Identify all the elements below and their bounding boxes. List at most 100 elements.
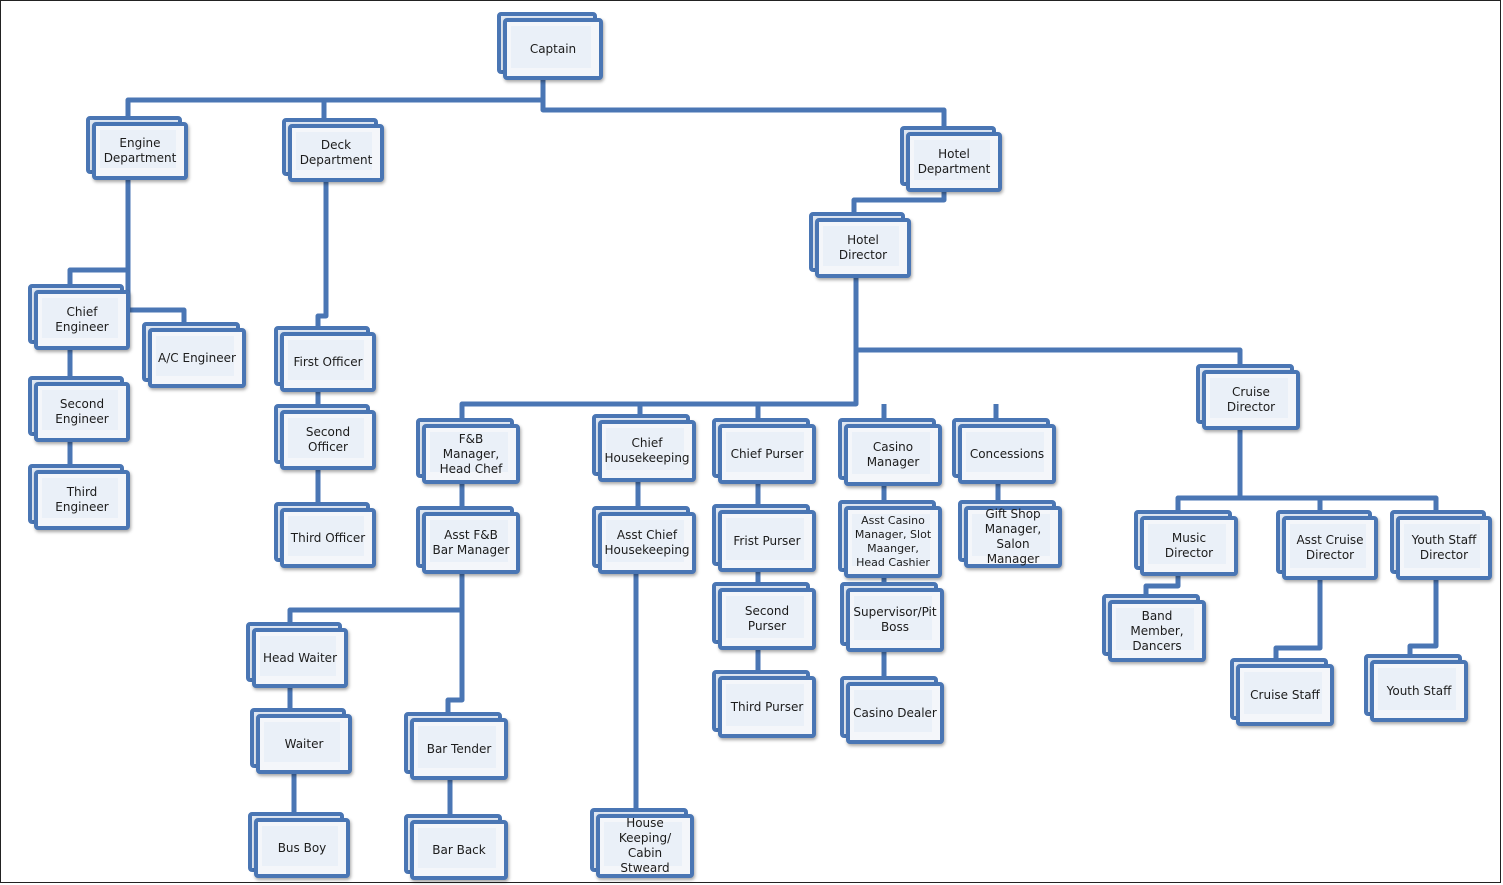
- node-fill: [42, 390, 118, 430]
- connector-line: [1175, 430, 1243, 516]
- org-node-gift-shop: Gift Shop Manager, Salon Manager: [958, 500, 1062, 568]
- node-label: Bar Tender: [426, 741, 492, 756]
- org-node-asst-hk: Asst Chief Housekeeping: [592, 506, 696, 574]
- node-fill: [260, 636, 336, 676]
- node-box: Second Officer: [280, 410, 376, 470]
- connector-line: [67, 180, 131, 290]
- node-box: Music Director: [1140, 516, 1238, 576]
- node-fill: [726, 684, 804, 726]
- node-box: Youth Staff: [1370, 660, 1468, 722]
- node-label: Concessions: [969, 446, 1045, 461]
- node-box: Deck Department: [288, 124, 384, 182]
- org-node-hk-cabin: House Keeping/ Cabin Stweard: [590, 808, 694, 878]
- node-box: Third Purser: [718, 676, 816, 738]
- node-label: Chief Engineer: [55, 305, 109, 334]
- node-label: Bus Boy: [277, 840, 327, 855]
- node-label: Head Waiter: [263, 650, 337, 665]
- node-box: Asst Chief Housekeeping: [598, 512, 696, 574]
- node-label: Band Member, Dancers: [1130, 608, 1184, 653]
- connector-line: [851, 192, 947, 218]
- org-node-second-purser: Second Purser: [712, 582, 816, 650]
- node-fill: [1378, 668, 1456, 710]
- node-fill: [156, 336, 234, 376]
- org-node-asst-fb: Asst F&B Bar Manager: [416, 506, 520, 574]
- node-box: Asst F&B Bar Manager: [422, 512, 520, 574]
- node-label: Engine Department: [103, 136, 177, 165]
- org-node-music-dir: Music Director: [1134, 510, 1238, 576]
- org-node-ac-eng: A/C Engineer: [142, 322, 246, 388]
- node-label: Hotel Director: [838, 233, 888, 262]
- node-fill: [1210, 378, 1288, 418]
- connector-line: [315, 182, 329, 332]
- node-box: Head Waiter: [252, 628, 348, 688]
- node-fill: [966, 432, 1044, 472]
- node-fill: [914, 140, 990, 180]
- node-fill: [852, 432, 930, 474]
- node-label: Cruise Staff: [1250, 687, 1320, 702]
- node-box: Chief Housekeeping: [598, 420, 696, 482]
- node-box: Gift Shop Manager, Salon Manager: [964, 506, 1062, 568]
- node-box: Asst Casino Manager, Slot Maanger, Head …: [844, 506, 942, 578]
- node-box: Bar Back: [410, 820, 508, 880]
- node-label: Music Director: [1164, 531, 1214, 560]
- node-label: Cruise Director: [1226, 385, 1276, 414]
- org-node-youth-staff: Youth Staff: [1364, 654, 1468, 722]
- node-fill: [854, 596, 932, 640]
- org-node-hotel: Hotel Department: [900, 126, 1002, 192]
- node-fill: [418, 828, 496, 868]
- node-fill: [726, 432, 804, 472]
- node-box: Bus Boy: [254, 818, 350, 878]
- connector-line: [1273, 580, 1323, 664]
- node-fill: [262, 826, 338, 866]
- node-box: Casino Manager: [844, 424, 942, 486]
- org-node-chief-eng: Chief Engineer: [28, 284, 130, 350]
- org-node-bus-boy: Bus Boy: [248, 812, 350, 878]
- node-fill: [100, 130, 176, 168]
- org-node-chief-purser: Chief Purser: [712, 418, 816, 484]
- node-label: Asst F&B Bar Manager: [432, 528, 510, 557]
- node-box: Third Officer: [280, 508, 376, 568]
- node-label: Gift Shop Manager, Salon Manager: [984, 507, 1042, 566]
- node-label: Deck Department: [299, 138, 373, 167]
- org-node-bar-tender: Bar Tender: [404, 712, 508, 780]
- node-box: A/C Engineer: [148, 328, 246, 388]
- node-box: Chief Engineer: [34, 290, 130, 350]
- node-label: Asst Cruise Director: [1296, 533, 1364, 562]
- org-node-band: Band Member, Dancers: [1102, 594, 1206, 662]
- connector-line: [321, 97, 543, 124]
- node-label: Third Purser: [730, 699, 804, 714]
- node-fill: [726, 596, 804, 638]
- node-box: Asst Cruise Director: [1282, 516, 1378, 580]
- node-box: Captain: [503, 18, 603, 80]
- org-node-frist-purser: Frist Purser: [712, 504, 816, 572]
- node-box: Frist Purser: [718, 510, 816, 572]
- node-label: Frist Purser: [733, 533, 801, 548]
- org-node-first-off: First Officer: [274, 326, 376, 392]
- node-label: Hotel Department: [917, 147, 991, 176]
- node-box: Cruise Staff: [1236, 664, 1334, 726]
- node-label: House Keeping/ Cabin Stweard: [618, 816, 672, 875]
- node-label: Second Engineer: [55, 397, 109, 426]
- node-box: Casino Dealer: [846, 682, 944, 744]
- node-fill: [288, 516, 364, 556]
- node-label: Supervisor/Pit Boss: [853, 605, 937, 634]
- node-fill: [42, 478, 118, 518]
- node-label: Asst Casino Manager, Slot Maanger, Head …: [854, 514, 932, 569]
- node-box: Third Engineer: [34, 470, 130, 530]
- node-label: Waiter: [284, 736, 324, 751]
- org-node-fb-mgr: F&B Manager, Head Chef: [416, 418, 520, 484]
- node-box: Chief Purser: [718, 424, 816, 484]
- connector-line: [540, 100, 947, 132]
- node-fill: [296, 132, 372, 170]
- node-box: Concessions: [958, 424, 1056, 484]
- node-fill: [852, 514, 930, 566]
- node-fill: [42, 298, 118, 338]
- node-box: Second Purser: [718, 588, 816, 650]
- connector-line: [1407, 580, 1439, 660]
- org-node-engine: Engine Department: [86, 116, 188, 180]
- node-label: Captain: [529, 41, 577, 56]
- node-fill: [726, 518, 804, 560]
- org-node-waiter: Waiter: [250, 708, 352, 774]
